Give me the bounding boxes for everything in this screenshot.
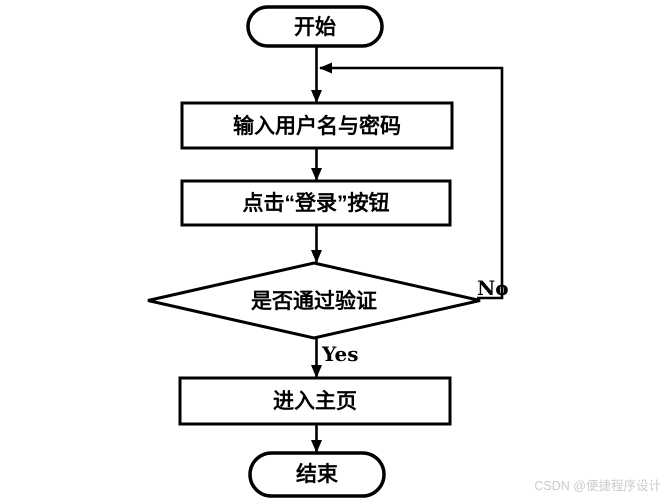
start-terminator-shape: [246, 5, 384, 48]
csdn-watermark: CSDN @便捷程序设计: [534, 478, 661, 493]
edge-label-no: No: [477, 276, 509, 300]
home-process-shape: [178, 376, 452, 426]
end-terminator-shape: [248, 451, 386, 498]
input-label: 输入用户名与密码: [233, 114, 401, 138]
node-enter-home: 进入主页: [178, 376, 452, 426]
verify-decision-shape: [147, 261, 481, 340]
node-input-credentials: 输入用户名与密码: [180, 101, 454, 150]
edge-label-yes: Yes: [321, 342, 359, 366]
verify-label: 是否通过验证: [251, 289, 377, 313]
node-start: 开始: [246, 5, 384, 48]
node-verify-decision: 是否通过验证: [147, 261, 481, 340]
click-label: 点击“登录”按钮: [243, 191, 390, 215]
end-label: 结束: [296, 462, 339, 486]
click-process-shape: [180, 179, 452, 227]
start-label: 开始: [294, 15, 336, 39]
input-process-shape: [180, 101, 454, 150]
home-label: 进入主页: [273, 390, 357, 413]
node-click-login: 点击“登录”按钮: [180, 179, 452, 227]
edge-no-loop: [319, 62, 504, 300]
node-end: 结束: [248, 451, 386, 498]
